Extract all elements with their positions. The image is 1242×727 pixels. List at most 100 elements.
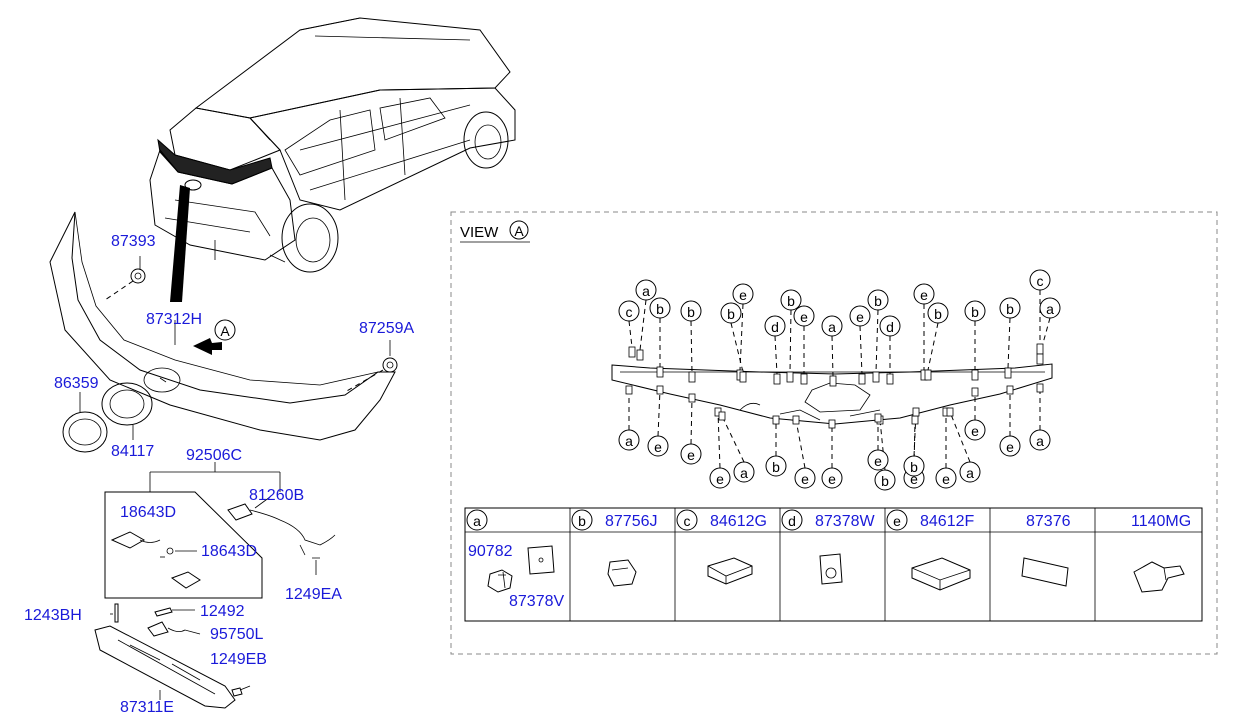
rear-spoiler (49, 211, 396, 441)
callout-bottom-e: e (964, 419, 986, 441)
leader-top (875, 309, 879, 373)
cell-1140mg-part (1133, 561, 1185, 593)
callout-top-e: e (913, 283, 935, 305)
clip-mark (828, 419, 836, 429)
svg-text:b: b (874, 293, 882, 309)
svg-text:e: e (687, 447, 695, 463)
svg-text:e: e (800, 309, 808, 325)
clip-mark (872, 371, 880, 383)
leader-top (1007, 317, 1011, 369)
clip-mark (800, 373, 808, 385)
clip-mark (924, 369, 932, 381)
clip-mark (874, 413, 882, 423)
callout-bottom-e: e (935, 467, 957, 489)
svg-text:b: b (881, 473, 889, 489)
leader-top (831, 335, 834, 377)
callout-top-c: c (618, 300, 640, 322)
svg-text:d: d (771, 319, 779, 335)
svg-text:e: e (893, 513, 901, 529)
label-90782: 90782 (468, 543, 513, 560)
leader-bottom (690, 397, 693, 445)
clip-mark (739, 371, 747, 383)
leader-bottom (721, 415, 745, 463)
callout-top-e: e (849, 305, 871, 327)
view-arrow (193, 338, 222, 355)
vehicle-illustration (149, 17, 516, 273)
table-letter-d: d (781, 509, 803, 531)
cell-d-part (819, 553, 843, 585)
svg-text:c: c (626, 304, 633, 320)
callout-bottom-b: b (903, 455, 925, 477)
callout-bottom-e: e (680, 443, 702, 465)
label-95750l: 95750L (210, 626, 263, 643)
clip-mark (628, 346, 636, 358)
svg-text:a: a (625, 433, 633, 449)
callout-top-d: d (879, 315, 901, 337)
callout-top-a: a (635, 279, 657, 301)
svg-text:a: a (1046, 301, 1054, 317)
svg-text:b: b (578, 513, 586, 529)
clip-mark (656, 366, 664, 378)
clip-mark (656, 385, 664, 395)
svg-text:a: a (642, 283, 650, 299)
callout-bottom-a: a (1029, 429, 1051, 451)
svg-text:c: c (1037, 273, 1044, 289)
nut-87393 (130, 268, 146, 284)
table-part-1140mg: 1140MG (1131, 513, 1191, 530)
clip-mark (829, 375, 837, 387)
table-letter-a: a (466, 509, 488, 531)
label-1249ea: 1249EA (285, 586, 342, 603)
svg-text:e: e (874, 453, 882, 469)
leader-bottom (795, 419, 806, 469)
clip-mark (688, 393, 696, 403)
label-84117: 84117 (111, 443, 154, 460)
svg-text:d: d (788, 513, 796, 529)
svg-text:b: b (727, 306, 735, 322)
clip-mark (1036, 343, 1044, 355)
label-87393: 87393 (111, 233, 156, 250)
svg-text:a: a (828, 319, 836, 335)
svg-text:e: e (942, 471, 950, 487)
svg-text:a: a (966, 465, 974, 481)
table-part-84612f: 84612F (920, 513, 974, 530)
leader-top (730, 322, 744, 373)
view-clips (625, 343, 1044, 429)
callout-bottom-e: e (821, 467, 843, 489)
label-81260b: 81260B (249, 487, 304, 504)
callout-bottom-e: e (794, 467, 816, 489)
leader-top (789, 309, 792, 373)
parts-table (464, 507, 1203, 622)
label-86359: 86359 (54, 375, 99, 392)
cell-87376-part (1021, 557, 1069, 587)
callout-top-b: b (867, 289, 889, 311)
callout-top-b: b (680, 300, 702, 322)
cell-e-part (911, 557, 971, 591)
clip-mark (1036, 353, 1044, 365)
clip-mark (1036, 383, 1044, 393)
svg-text:b: b (687, 304, 695, 320)
svg-text:e: e (971, 423, 979, 439)
svg-text:e: e (716, 471, 724, 487)
leader-top (639, 299, 647, 351)
callout-bottom-e: e (647, 435, 669, 457)
label-87259a: 87259A (359, 320, 414, 337)
svg-text:a: a (473, 513, 481, 529)
callout-top-b: b (720, 302, 742, 324)
view-a-panel (450, 211, 1218, 655)
cell-c-part (707, 557, 753, 585)
spoiler-underside (611, 363, 1053, 425)
callout-top-e: e (793, 305, 815, 327)
clip-mark (971, 369, 979, 381)
clip-mark (886, 373, 894, 385)
svg-text:b: b (772, 459, 780, 475)
callout-top-a: a (1039, 297, 1061, 319)
clip-mark (625, 385, 633, 395)
callout-bottom-a: a (733, 461, 755, 483)
callout-top-a: a (821, 315, 843, 337)
svg-text:c: c (684, 513, 691, 529)
nut-87259a (382, 357, 398, 373)
clip-mark (688, 371, 696, 383)
